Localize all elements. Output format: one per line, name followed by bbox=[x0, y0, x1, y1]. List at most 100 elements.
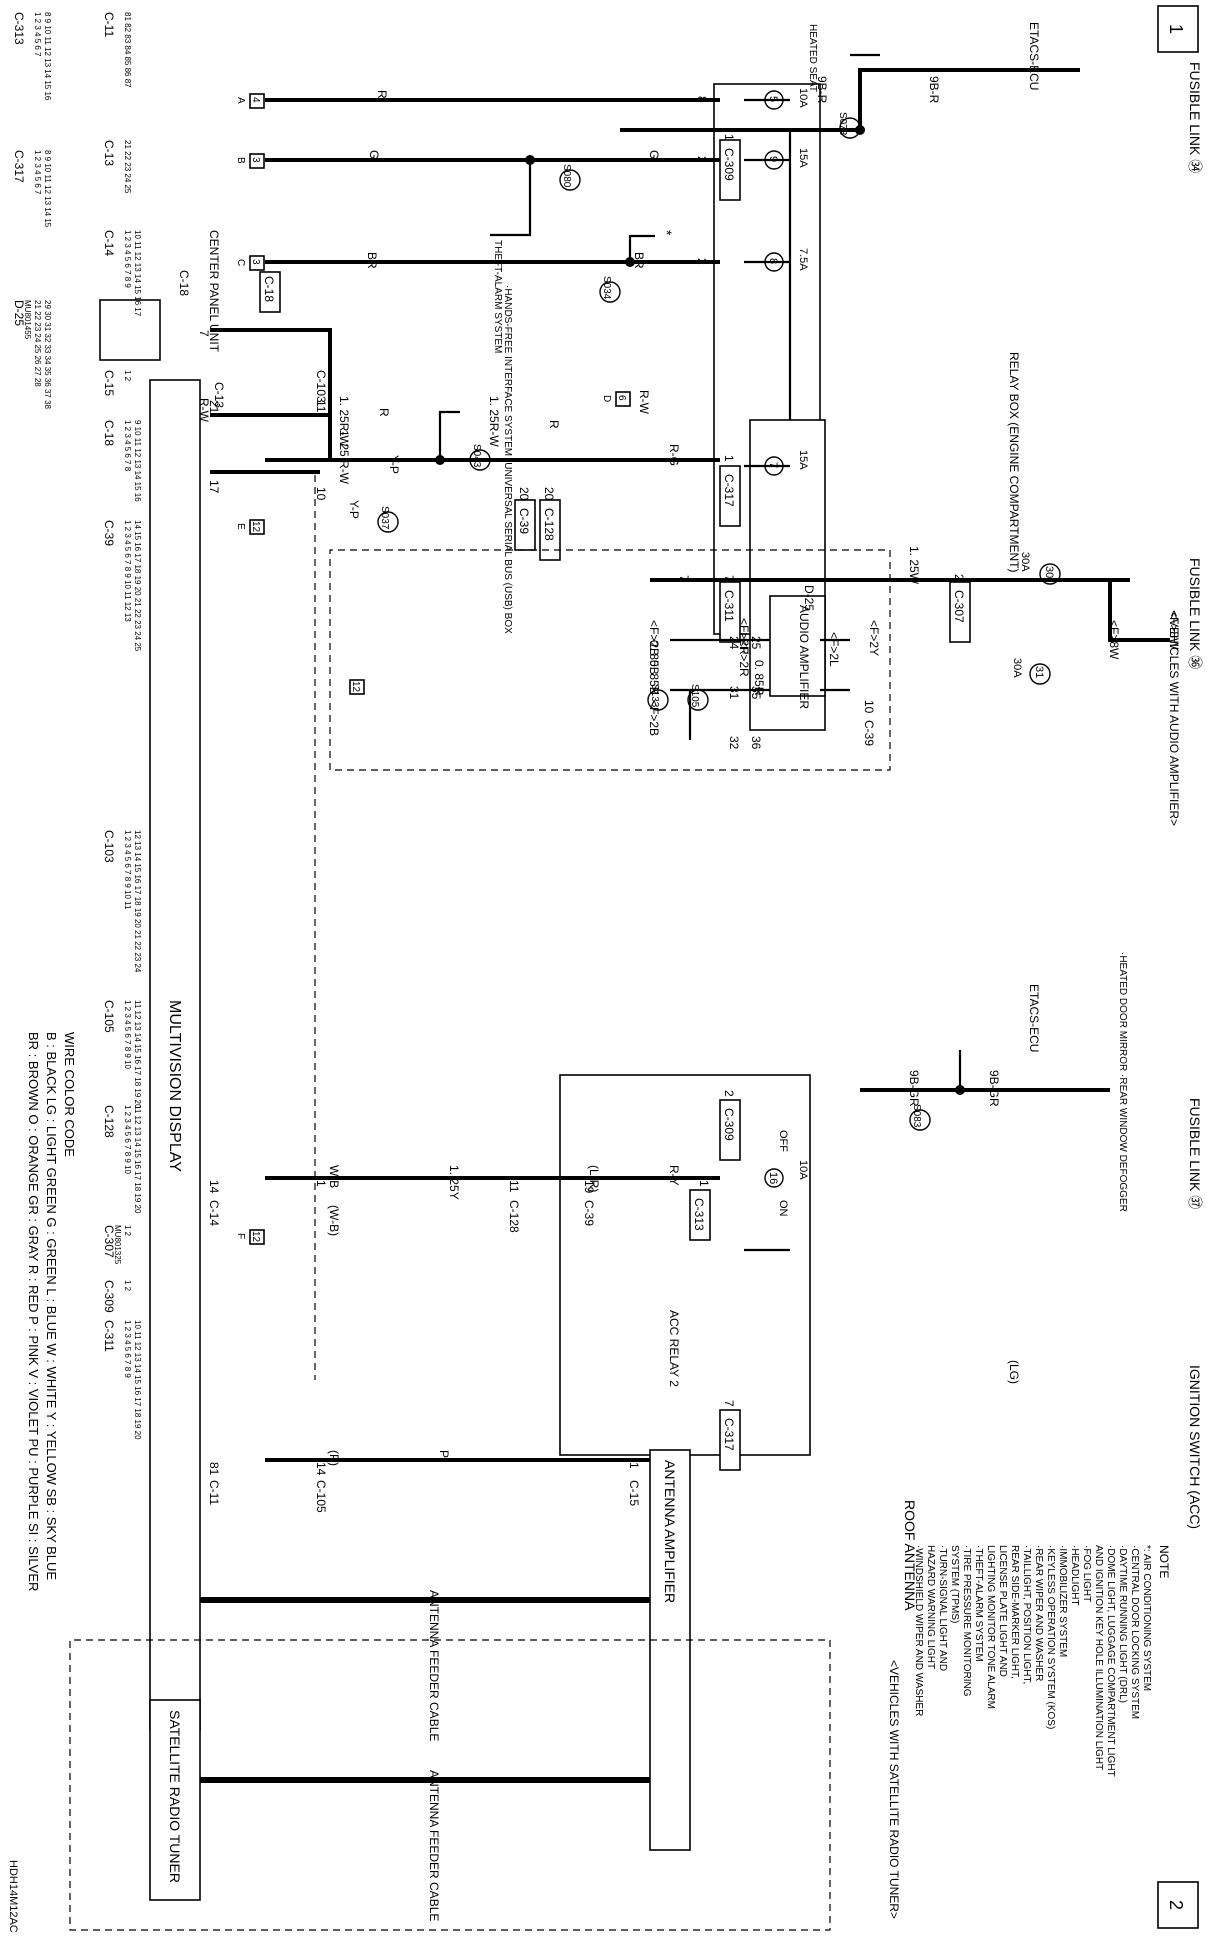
satellite-group bbox=[69, 1639, 831, 1931]
pin-2b: 2 bbox=[695, 258, 709, 265]
face-c317-row1: 1 2 3 4 5 6 7 bbox=[33, 150, 42, 195]
star-branch bbox=[628, 234, 655, 262]
page-number-1: 1 bbox=[1166, 24, 1186, 34]
antenna-feeder-label-2: ANTENNA FEEDER CABLE bbox=[427, 1770, 441, 1921]
heated-seat-label: HEATED SEAT bbox=[807, 24, 818, 92]
wire-label-ry: R-Y bbox=[667, 1165, 681, 1186]
etacs-ecu-2-label: ETACS-ECU bbox=[1027, 984, 1041, 1052]
note-line-14: LIGHTING MONITOR TONE ALARM bbox=[985, 1545, 996, 1709]
pin-7b: 7 bbox=[677, 575, 691, 582]
face-c311-row1: 1 2 3 4 5 6 7 8 9 bbox=[123, 1320, 132, 1378]
wire-label-f8w-1: <F>8W bbox=[1167, 610, 1181, 650]
splice-s078-ring bbox=[839, 117, 861, 139]
pin-14: 14 bbox=[207, 1180, 221, 1194]
face-c39-row1: 1 2 3 4 5 6 7 8 9 10 11 12 13 bbox=[123, 520, 132, 622]
conn-c317: C-317 bbox=[722, 474, 736, 507]
conn-c39-b: C-39 bbox=[862, 720, 876, 746]
face-c105-row2: 11 12 13 14 15 16 17 18 19 20 bbox=[133, 1000, 142, 1109]
face-c128-row2: 11 12 13 14 15 16 17 18 19 20 bbox=[133, 1105, 142, 1214]
pin-36: 36 bbox=[749, 736, 763, 750]
ground-12b: 12 bbox=[350, 681, 361, 693]
multivision-display-label: MULTIVISION DISPLAY bbox=[166, 1000, 183, 1172]
note-line-18: ·TURN-SIGNAL LIGHT AND bbox=[937, 1545, 948, 1671]
wire-label-p-2: (P) bbox=[327, 1450, 341, 1466]
fuse-5-num: 5 bbox=[767, 96, 779, 102]
wire-label-g-1: G bbox=[647, 150, 661, 159]
doc-code: HDH14M12AC bbox=[7, 1860, 19, 1933]
legend-row-1: B : BLACK LG : LIGHT GREEN G : GREEN L :… bbox=[44, 1032, 59, 1580]
ground-12b-box bbox=[349, 679, 365, 695]
pin-2: 2 bbox=[695, 156, 709, 163]
pin-32: 32 bbox=[727, 736, 741, 750]
wire-label-rg: R-G bbox=[667, 444, 681, 466]
pin-1: 1 bbox=[722, 134, 736, 141]
wire-label-9br-1: 9B-R bbox=[927, 76, 941, 104]
pin-1b: 1 bbox=[722, 455, 736, 462]
face-c13-row1: 21 22 23 24 25 bbox=[123, 140, 132, 194]
wire-rw-center bbox=[210, 328, 332, 460]
fusible-link-36-label: FUSIBLE LINK ㊱ bbox=[1187, 558, 1203, 669]
ground-3c-box bbox=[249, 255, 265, 271]
splice-s078: S078 bbox=[837, 112, 848, 136]
audio-amp-group bbox=[329, 549, 891, 771]
ground-c: C bbox=[235, 259, 246, 266]
face-c307-row1: 1 2 bbox=[123, 1225, 132, 1237]
fuse-16-amp: 10A bbox=[797, 1160, 809, 1180]
handsfree-branch bbox=[438, 410, 460, 460]
etacs-ecu-2-box bbox=[559, 1074, 811, 1456]
fuse-16-num: 16 bbox=[767, 1172, 779, 1184]
wire-label-f2l: <F>2L bbox=[827, 632, 841, 667]
note-lines: *: AIR CONDITIONING SYSTEM ·CENTRAL DOOR… bbox=[913, 1545, 1152, 1777]
splice-s034: S034 bbox=[601, 276, 612, 300]
fuse-31-num: 31 bbox=[1033, 666, 1045, 678]
star-mark: * bbox=[659, 230, 675, 236]
wire-label-br-1: BR bbox=[632, 252, 646, 269]
note-title: NOTE bbox=[1157, 1545, 1171, 1578]
conn-c309-a: C-309 bbox=[722, 148, 736, 181]
conn-c309-tag bbox=[719, 139, 741, 201]
fuse-31-circle bbox=[1029, 663, 1051, 685]
note-line-6: ·FOG LIGHT bbox=[1081, 1545, 1092, 1602]
pin-14b: 14 bbox=[314, 1462, 328, 1476]
pin-21: 21 bbox=[207, 400, 221, 414]
conn-c309-b: C-309 bbox=[722, 1108, 736, 1141]
pin-2d: 2 bbox=[722, 1090, 736, 1097]
face-c313-row2: 8 9 10 11 12 13 14 15 16 bbox=[43, 12, 52, 101]
theft-alarm-branch bbox=[490, 160, 532, 237]
wire-label-125rw-2: 1. 25R-W bbox=[337, 396, 351, 447]
note-line-20: ·WINDSHIELD WIPER AND WASHER bbox=[913, 1545, 924, 1716]
note-line-11: ·TAILLIGHT, POSITION LIGHT, bbox=[1021, 1545, 1032, 1684]
wire-label-br-2: BR bbox=[365, 252, 379, 269]
satellite-vehicles-label: <VEHICLES WITH SATELLITE RADIO TUNER> bbox=[887, 1660, 901, 1919]
note-line-1: *: AIR CONDITIONING SYSTEM bbox=[1141, 1545, 1152, 1691]
wire-label-yp-1: Y-P bbox=[387, 455, 401, 474]
face-c18-row2: 9 10 11 12 13 14 15 16 bbox=[133, 420, 142, 502]
wire-label-9bgr-2: 9B-GR bbox=[987, 1070, 1001, 1107]
etacs-ecu-1-label: ETACS-ECU bbox=[1027, 22, 1041, 90]
pin-81: 81 bbox=[207, 1462, 221, 1476]
wire-label-125w: 1. 25W bbox=[907, 546, 921, 585]
wire-label-rw-1: R-W bbox=[637, 390, 651, 415]
face-d25-label: D-25 bbox=[12, 300, 26, 326]
face-c39-label: C-39 bbox=[102, 520, 116, 546]
splice-s133-ring bbox=[647, 689, 669, 711]
note-line-12: REAR SIDE-MARKER LIGHT, bbox=[1009, 1545, 1020, 1679]
ground-d: D bbox=[601, 395, 612, 402]
face-c18-label-b: C-18 bbox=[102, 420, 116, 446]
ground-e: E bbox=[235, 523, 246, 530]
roof-antenna-label: ROOF ANTENNA bbox=[902, 1500, 918, 1611]
face-c15-row1: 1 2 bbox=[123, 370, 132, 382]
pin-11: 11 bbox=[314, 400, 328, 413]
splice-s133: S133 bbox=[649, 684, 660, 708]
ground-6-box bbox=[615, 391, 631, 407]
conn-c13-tag-text: C-13 bbox=[212, 382, 226, 408]
page-number-2: 2 bbox=[1166, 1900, 1186, 1910]
fuse-7-circle bbox=[764, 456, 784, 476]
ground-12a-box bbox=[249, 519, 265, 535]
wire-label-125rw-1: 1. 25R-W bbox=[487, 396, 501, 447]
ground-3b: 3 bbox=[250, 157, 261, 163]
audio-amp-wires bbox=[670, 638, 850, 740]
pin-8: 8 bbox=[695, 96, 709, 103]
ground-12c-box bbox=[249, 1229, 265, 1245]
pin-1e: 1 bbox=[627, 1462, 641, 1469]
